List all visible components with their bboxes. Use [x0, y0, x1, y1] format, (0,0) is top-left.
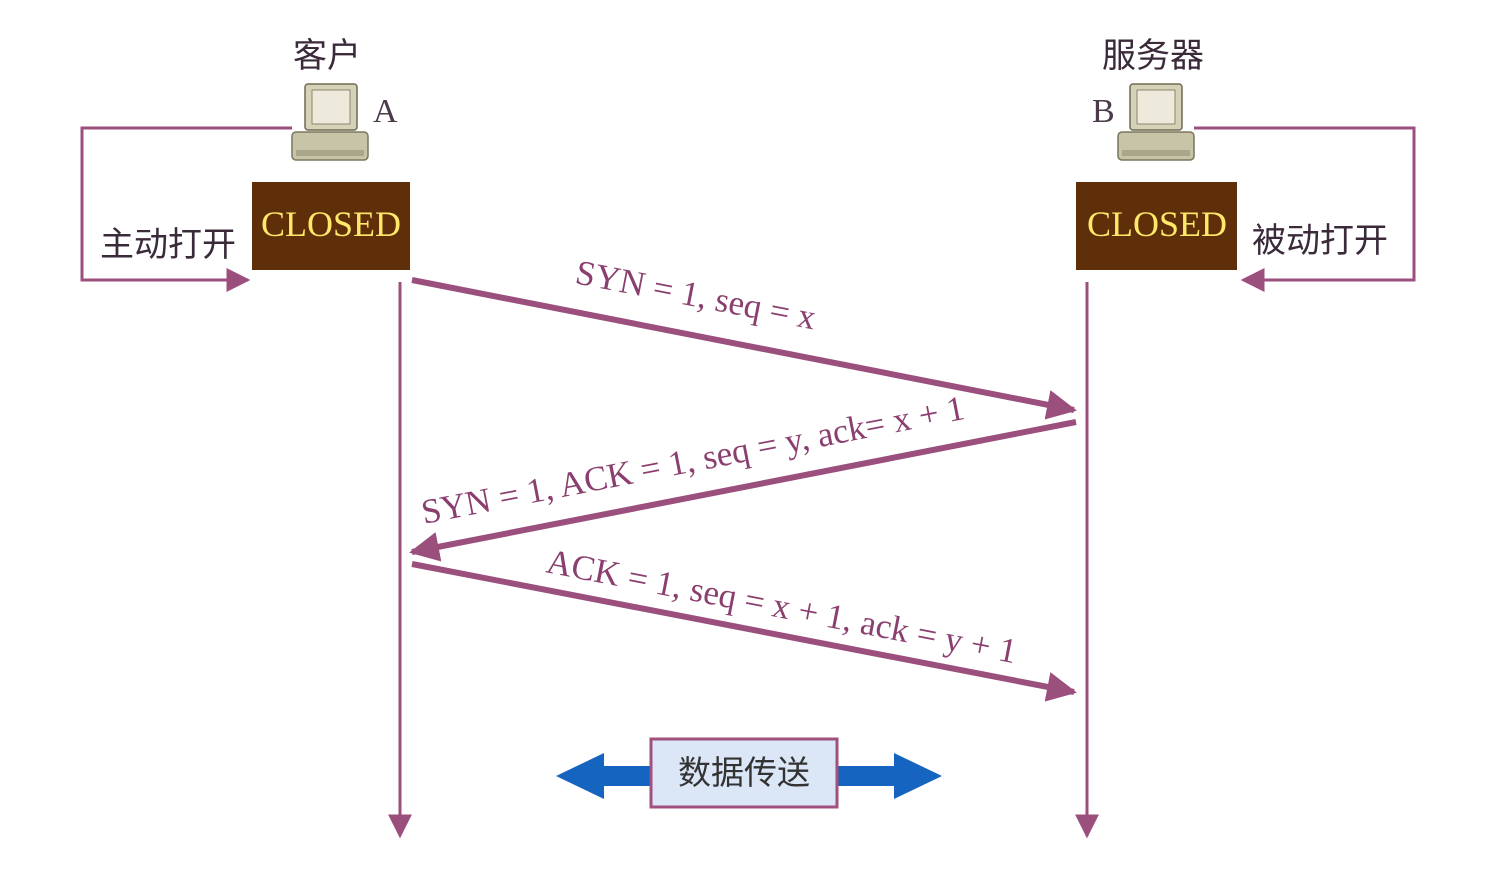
syn-label: SYN = 1, seq = x [572, 253, 819, 338]
client-action: 主动打开 [100, 225, 236, 265]
client-state-box [252, 182, 410, 270]
syn-arrow [411, 277, 1077, 420]
data-transfer-label: 数据传送 [678, 753, 810, 792]
client-title: 客户 [293, 36, 361, 76]
server-action: 被动打开 [1252, 221, 1388, 261]
ack-arrow [411, 561, 1077, 702]
client-letter: A [373, 93, 398, 130]
server-computer-icon [1117, 83, 1195, 161]
data-transfer-box [649, 737, 839, 809]
server-title: 服务器 [1102, 36, 1204, 76]
server-letter: B [1092, 93, 1115, 130]
client-state: CLOSED [261, 204, 401, 244]
server-state-box [1076, 182, 1237, 270]
data-transfer-double-arrow [556, 753, 942, 799]
syn-ack-arrow [409, 419, 1077, 562]
client-computer-icon [291, 83, 369, 161]
ack-label: ACK = 1, seq = x + 1, ack = y + 1 [543, 542, 1019, 671]
client-open-loop-arrow [80, 126, 292, 292]
server-state: CLOSED [1087, 204, 1227, 244]
server-open-loop-arrow [1194, 126, 1416, 292]
